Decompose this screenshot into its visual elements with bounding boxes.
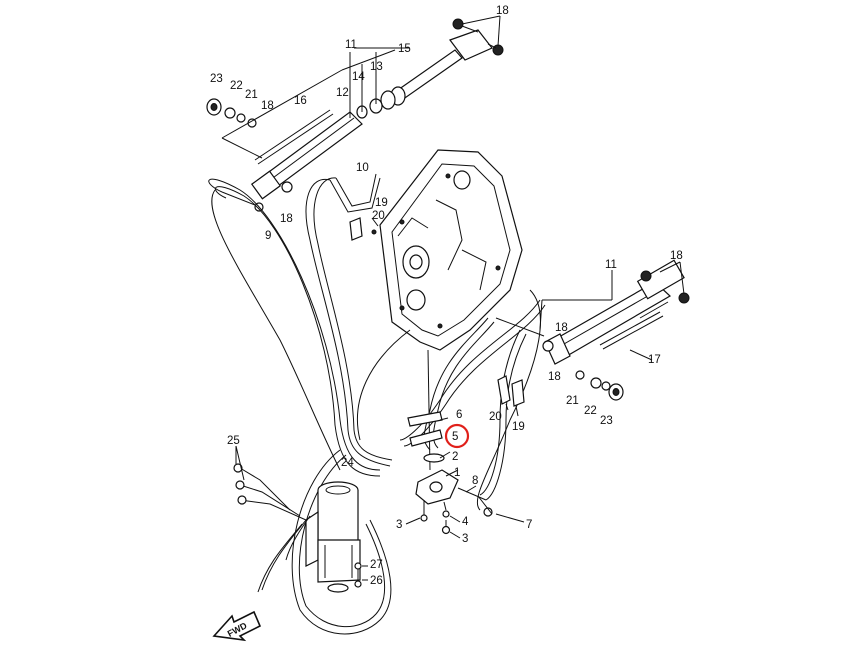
highlight-circle-part-5	[444, 423, 470, 449]
callout-26: 26	[370, 575, 383, 587]
callout-23-left: 23	[210, 73, 223, 85]
forward-arrow-icon	[212, 610, 262, 642]
callout-2: 2	[452, 451, 458, 463]
fwd-label: FWD	[226, 620, 249, 639]
upper-trim-cylinder	[206, 15, 504, 212]
callout-4: 4	[462, 516, 469, 528]
callout-16: 16	[294, 95, 307, 107]
callout-labels: 18 11 15 12 14 13 16 23 22 21 18 10 19 2…	[210, 5, 683, 587]
callout-11-top: 11	[345, 39, 357, 51]
callout-18-bracket: 18	[280, 213, 293, 225]
callout-21-left: 21	[245, 89, 258, 101]
callout-8: 8	[472, 475, 478, 487]
callout-23-right: 23	[600, 415, 613, 427]
callout-21-right: 21	[566, 395, 579, 407]
callout-1: 1	[454, 467, 460, 479]
callout-7: 7	[526, 519, 532, 531]
callout-18-right-low: 18	[548, 371, 561, 383]
callout-14: 14	[352, 71, 365, 83]
main-bracket	[379, 149, 523, 351]
callout-3-right: 3	[462, 533, 468, 545]
callout-24: 24	[341, 457, 354, 469]
callout-27: 27	[370, 559, 383, 571]
callout-18-right-top: 18	[670, 250, 683, 262]
callout-6: 6	[456, 409, 462, 421]
callout-19-left: 19	[375, 197, 388, 209]
callout-18-top: 18	[496, 5, 509, 17]
callout-17: 17	[648, 354, 661, 366]
callout-18-right-mid: 18	[555, 322, 568, 334]
callout-5: 5	[452, 431, 458, 443]
trim-motor	[233, 445, 368, 593]
callout-22-right: 22	[584, 405, 597, 417]
callout-3-left: 3	[396, 519, 402, 531]
lower-trim-cylinder	[495, 259, 690, 401]
callout-13: 13	[370, 61, 383, 73]
callout-20-left: 20	[372, 210, 385, 222]
manual-valve-assembly	[405, 349, 525, 539]
callout-19-right: 19	[512, 421, 525, 433]
callout-12: 12	[336, 87, 349, 99]
callout-22-left: 22	[230, 80, 243, 92]
callout-25: 25	[227, 435, 240, 447]
callout-10: 10	[356, 162, 369, 174]
callout-15: 15	[398, 43, 411, 55]
bracket-clips-left	[349, 217, 379, 241]
bracket-clips-right	[497, 375, 525, 417]
callout-9: 9	[265, 230, 271, 242]
callout-11-right: 11	[605, 259, 617, 271]
callout-20-right: 20	[489, 411, 502, 423]
callout-18-left: 18	[261, 100, 274, 112]
